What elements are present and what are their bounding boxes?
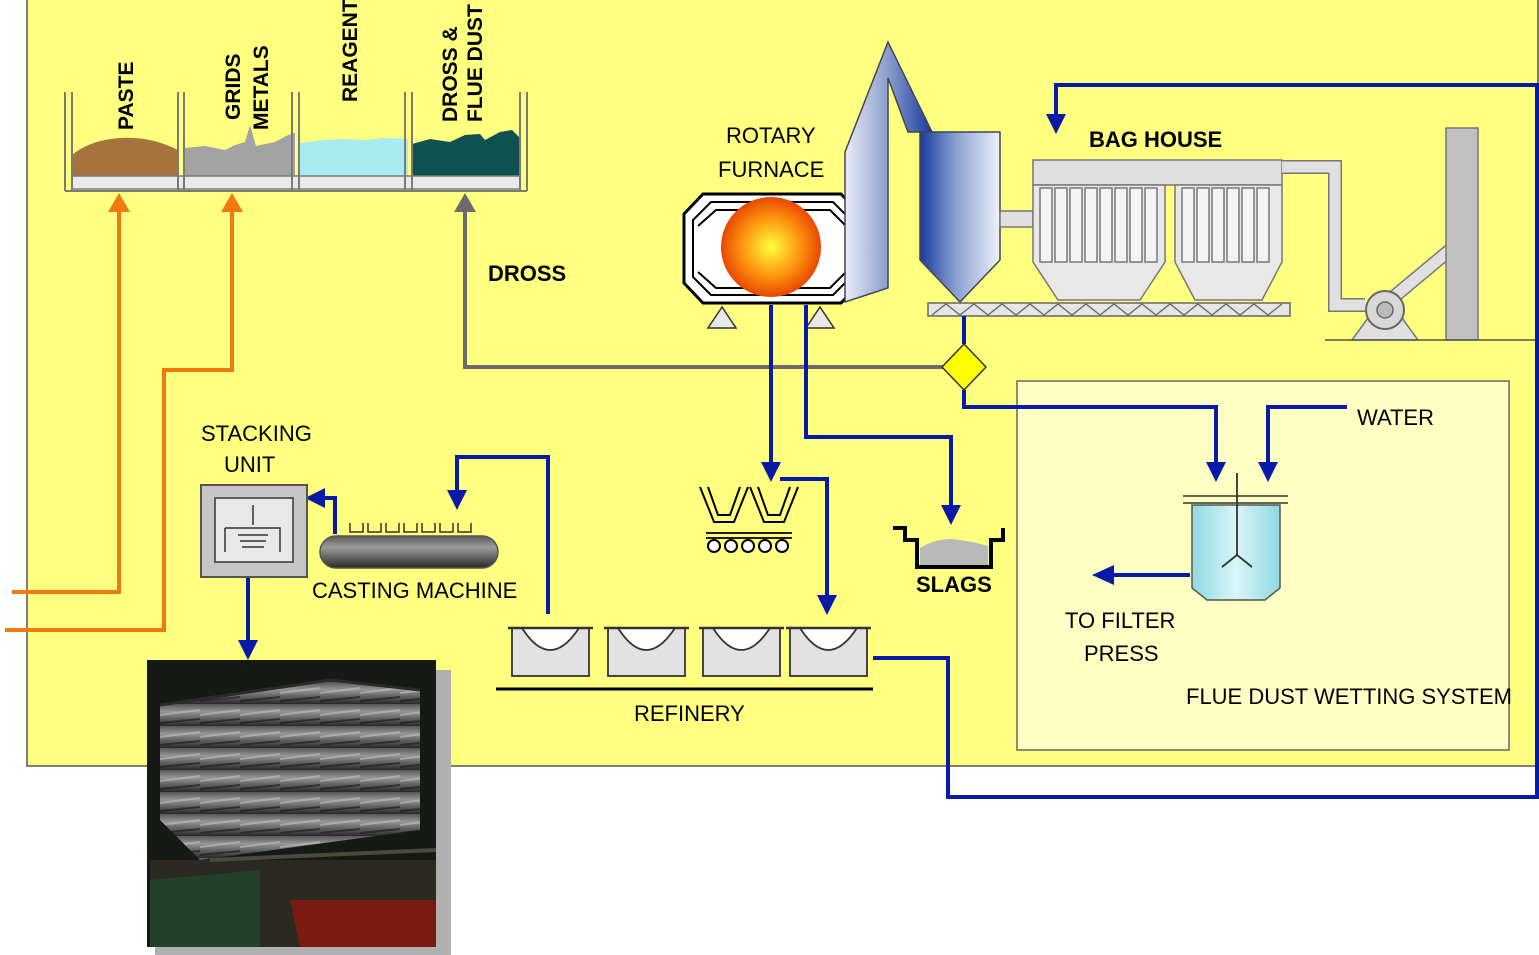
refinery-kettles [496,626,873,691]
stacking-unit [200,484,308,578]
arrow-to-stacking [305,488,325,508]
label-stacking: STACKING [201,421,312,446]
flow-arrowheads [238,114,1278,660]
bin-label-flue-dust: FLUE DUST [464,4,487,122]
label-slags: SLAGS [916,572,992,597]
feed-bins: PASTE GRIDS METALS REAGENTS DROSS & FLUE… [64,0,528,192]
arrow-to-ingots [238,640,258,660]
dross-return-line [463,208,946,369]
arrow-to-filter [1092,565,1114,585]
bin-label-dross: DROSS & [439,26,462,122]
arrow-to-carts [761,462,781,482]
arrow-to-bag-house [1046,114,1066,134]
ladle-carts [699,486,799,553]
arrow-dross [454,193,476,212]
slag-pot [893,526,1005,569]
dross-material [412,130,520,176]
lead-ingot-stack-photo [147,660,451,955]
chimney-stack [1445,127,1479,341]
label-water: WATER [1357,405,1434,430]
label-furnace: FURNACE [718,157,824,182]
cyclone-separator [919,131,1001,304]
bag-house [1032,159,1283,301]
arrow-to-refinery [817,595,837,615]
rotary-furnace [682,192,862,329]
arrow-to-slags [941,505,961,525]
label-to-filter: TO FILTER [1065,608,1175,633]
exhaust-fan-stack [1282,127,1536,341]
reagents-material [299,138,408,176]
casting-machine [319,523,499,569]
duct-connector [999,210,1034,228]
wetting-tank [1183,473,1288,601]
label-dross: DROSS [488,261,566,286]
label-rotary: ROTARY [726,123,816,148]
arrow-to-casting [447,490,467,510]
flow-lines [246,83,1539,799]
label-bag-house: BAG HOUSE [1089,127,1222,152]
screw-conveyor [927,302,1291,317]
grids-metals-material [184,125,295,176]
bin-label-paste: PASTE [115,62,138,130]
bin-label-metals: METALS [250,45,273,130]
arrow-grids-feed [221,193,243,212]
label-casting-machine: CASTING MACHINE [312,578,517,603]
label-unit: UNIT [224,452,275,477]
paste-material [72,137,178,176]
label-press: PRESS [1084,641,1159,666]
arrow-paste-feed [108,193,130,212]
arrow-to-tank-2 [1258,462,1278,482]
bin-label-reagents: REAGENTS [339,0,362,102]
feed-lines [5,208,234,632]
arrow-to-tank-1 [1206,462,1226,482]
bin-label-grids: GRIDS [222,53,245,120]
label-refinery: REFINERY [634,701,745,726]
label-wetting-system: FLUE DUST WETTING SYSTEM [1186,684,1512,709]
furnace-fire [721,197,821,297]
